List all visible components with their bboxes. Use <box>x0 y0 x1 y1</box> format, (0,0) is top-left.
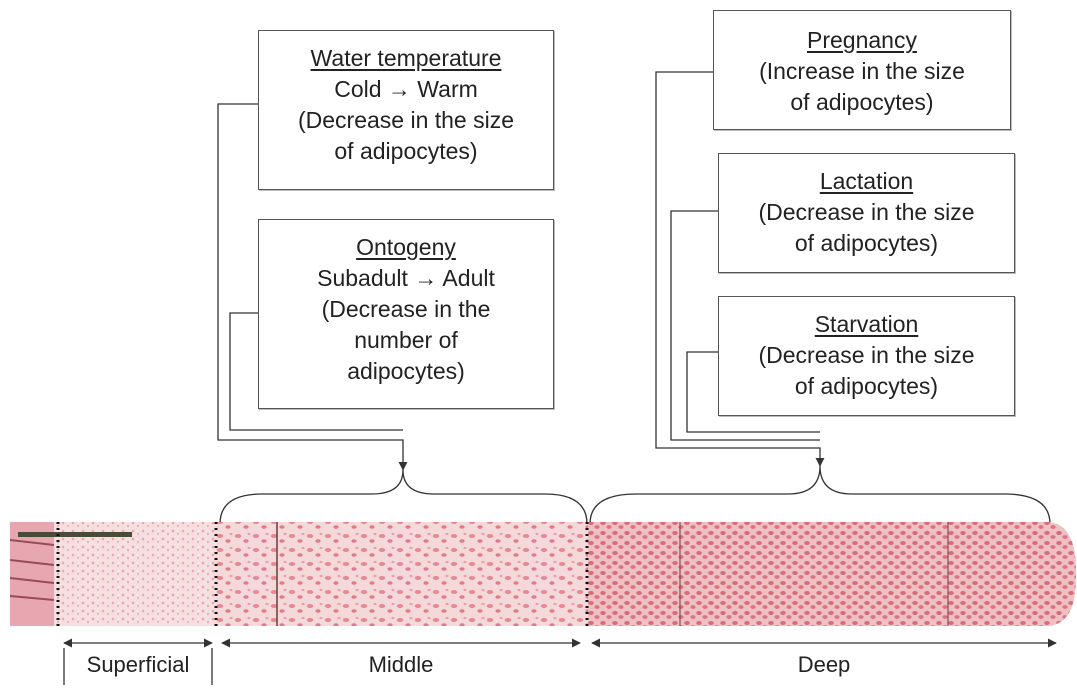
starvation-line-2: of adipocytes) <box>794 373 939 399</box>
starvation-connector <box>686 351 820 433</box>
pregnancy-line-1: (Increase in the size <box>759 58 965 84</box>
ontogeny-line-4: adipocytes) <box>347 358 465 384</box>
ontogeny-connector <box>229 312 403 431</box>
ontogeny-title: Ontogeny <box>356 234 456 260</box>
water-temperature-line-2: (Decrease in the size <box>297 107 515 133</box>
tissue-section-image <box>9 522 1077 626</box>
lactation-title: Lactation <box>819 168 914 194</box>
right-connectors <box>655 71 825 467</box>
deep-label: Deep <box>797 652 851 677</box>
ontogeny-line-3: number of <box>354 327 458 353</box>
water-temperature-line-1: Cold → Warm <box>334 76 478 102</box>
pregnancy-line-2: of adipocytes) <box>790 89 934 115</box>
ontogeny-box: Ontogeny Subadult → Adult (Decrease in t… <box>258 219 554 409</box>
starvation-line-1: (Decrease in the size <box>758 342 975 368</box>
pregnancy-connector <box>655 71 825 467</box>
left-connectors <box>217 103 408 471</box>
ontogeny-line-1: Subadult → Adult <box>317 265 495 291</box>
superficial-label: Superficial <box>86 652 190 677</box>
lactation-box: Lactation (Decrease in the size of adipo… <box>718 153 1015 273</box>
water-temperature-title: Water temperature <box>310 45 502 71</box>
middle-label: Middle <box>368 652 434 677</box>
pregnancy-box: Pregnancy (Increase in the size of adipo… <box>713 10 1011 130</box>
water-temperature-line-3: of adipocytes) <box>334 138 478 164</box>
water-temp-connector <box>217 103 408 471</box>
ontogeny-line-2: (Decrease in the <box>321 296 491 322</box>
water-temperature-box: Water temperature Cold → Warm (Decrease … <box>258 30 554 190</box>
pregnancy-title: Pregnancy <box>807 27 917 53</box>
starvation-box: Starvation (Decrease in the size of adip… <box>718 296 1015 416</box>
lactation-line-2: of adipocytes) <box>794 230 939 256</box>
starvation-title: Starvation <box>814 311 919 337</box>
lactation-connector <box>670 210 820 441</box>
middle-brace <box>219 469 588 525</box>
deep-brace <box>589 465 1051 525</box>
lactation-line-1: (Decrease in the size <box>758 199 975 225</box>
scale-bar <box>18 532 132 537</box>
